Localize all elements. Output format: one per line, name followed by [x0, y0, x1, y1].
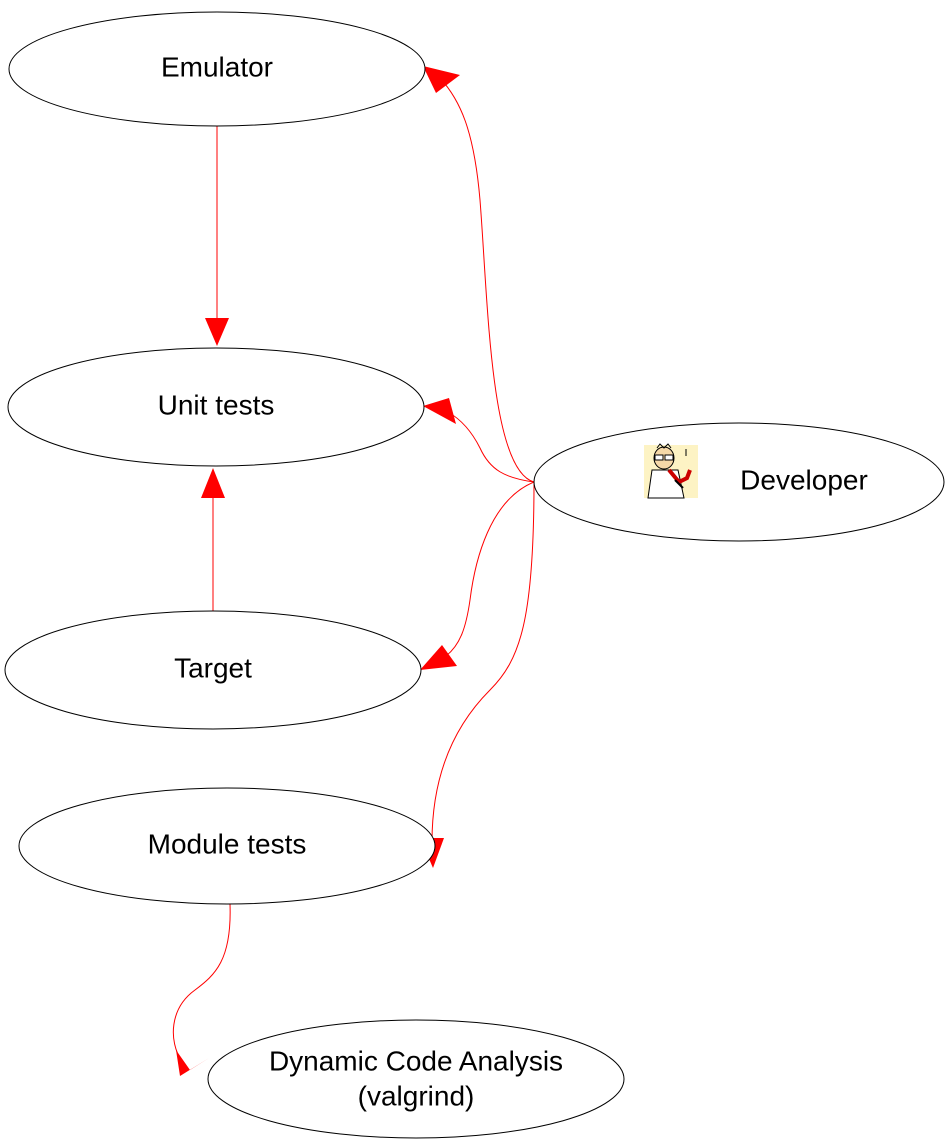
- node-ellipse: [533, 422, 945, 542]
- edge-line: [172, 903, 231, 1063]
- edge-developer-to-module-tests: [420, 481, 535, 868]
- arrowhead: [176, 1050, 209, 1076]
- edge-line: [431, 481, 535, 843]
- node-label-module-tests: Module tests: [148, 828, 307, 859]
- node-label-unit-tests: Unit tests: [158, 389, 275, 420]
- node-ellipse: [7, 347, 425, 467]
- arrowhead: [423, 398, 456, 424]
- edge-line: [445, 481, 535, 657]
- edge-developer-to-target: [420, 481, 535, 670]
- node-dynamic-code-analysis: Dynamic Code Analysis (valgrind): [207, 1019, 625, 1139]
- edge-developer-to-emulator: [423, 66, 535, 483]
- edge-line: [439, 77, 535, 483]
- dilbert-character-icon: [644, 443, 698, 499]
- node-ellipse: [18, 787, 436, 905]
- edge-module-tests-to-dynamic-analysis: [172, 903, 231, 1076]
- node-label-target: Target: [174, 652, 252, 683]
- edge-target-to-unit-tests: [201, 468, 225, 612]
- node-ellipse: [4, 610, 422, 730]
- node-target: Target: [4, 610, 422, 730]
- node-ellipse: [8, 11, 426, 127]
- edges: [172, 66, 535, 1076]
- arrowhead: [205, 318, 229, 346]
- node-emulator: Emulator: [8, 11, 426, 127]
- node-label-dynamic-analysis-line1: Dynamic Code Analysis: [269, 1045, 563, 1076]
- node-label-developer: Developer: [740, 464, 868, 495]
- arrowhead: [420, 645, 457, 670]
- node-unit-tests: Unit tests: [7, 347, 425, 467]
- edge-line: [447, 411, 535, 483]
- edge-developer-to-unit-tests: [423, 398, 535, 483]
- arrowhead: [201, 468, 225, 498]
- node-label-emulator: Emulator: [161, 51, 273, 82]
- node-developer: Developer: [533, 422, 945, 542]
- edge-emulator-to-unit-tests: [205, 126, 229, 346]
- node-ellipse: [207, 1019, 625, 1139]
- arrowhead: [423, 66, 460, 93]
- node-module-tests: Module tests: [18, 787, 436, 905]
- node-label-dynamic-analysis-line2: (valgrind): [358, 1080, 475, 1111]
